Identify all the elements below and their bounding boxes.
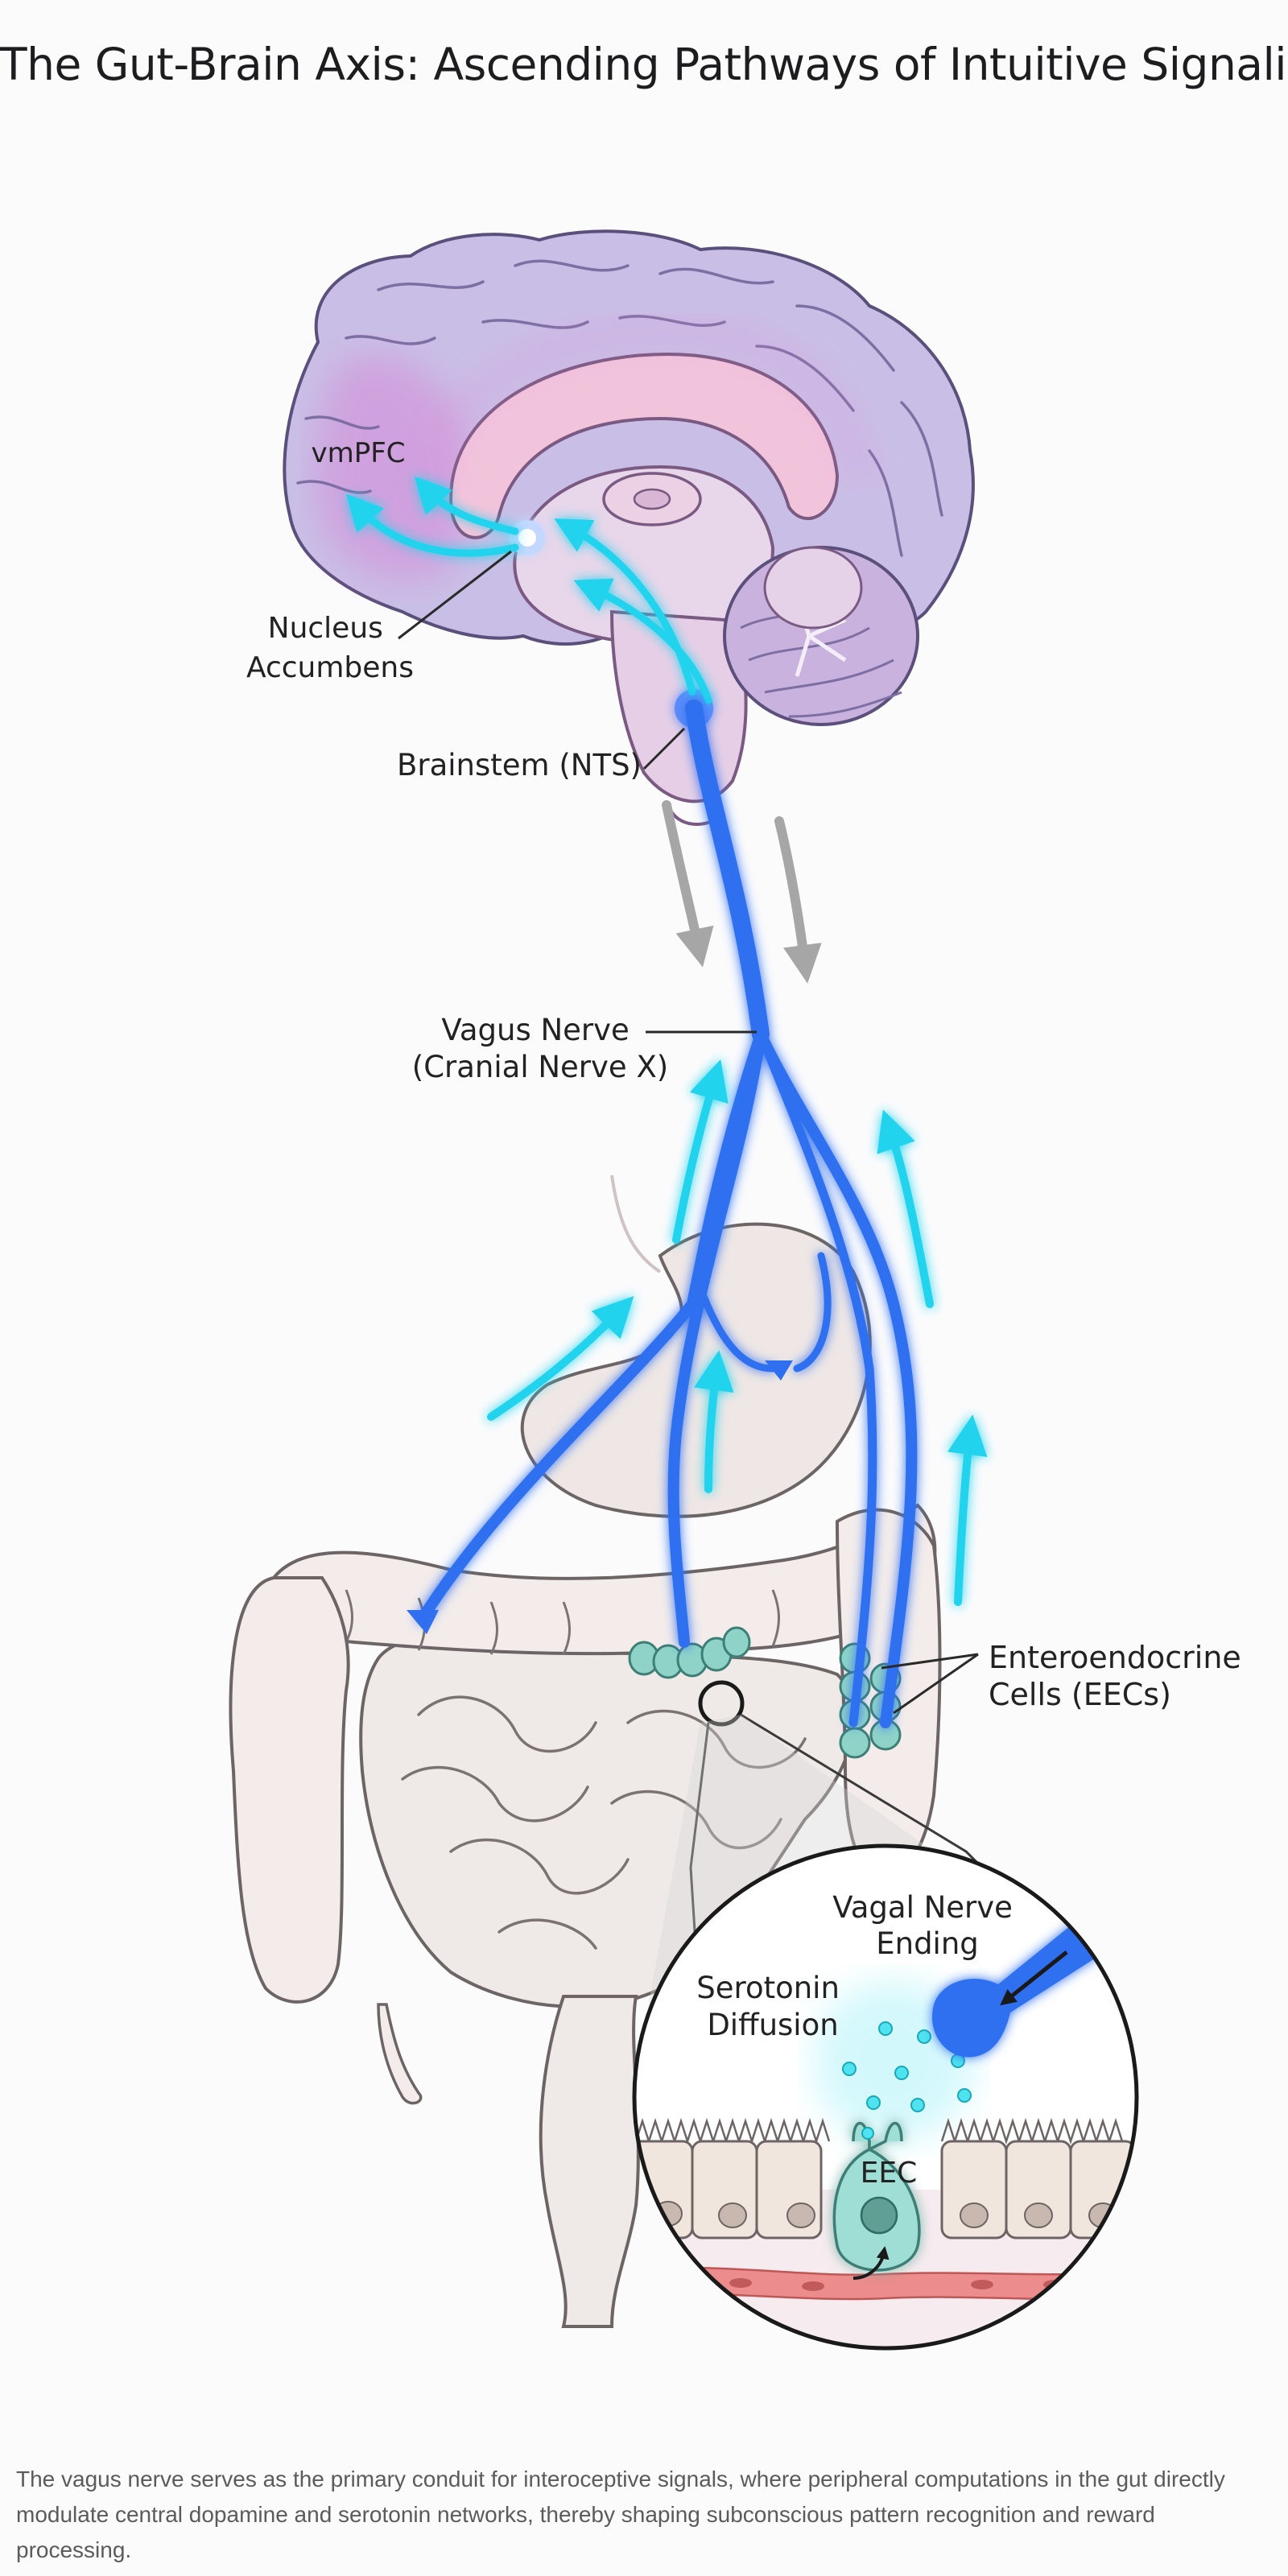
label-serotonin-diffusion: Serotonin Diffusion [696, 1971, 848, 2042]
ascending-signal-arrow-icon [487, 1295, 634, 1421]
ascending-signal-arrow-icon [947, 1414, 988, 1606]
ascending-signal-arrow-icon [554, 518, 696, 696]
ascending-signal-arrow-icon [345, 493, 519, 557]
callout-circle-icon [698, 1680, 745, 1727]
cortex-folds [296, 259, 943, 557]
label-brainstem: Brainstem (NTS) [397, 748, 642, 782]
transverse-colon [270, 1503, 937, 1656]
vagus-branch [696, 1252, 832, 1373]
label-eec: EEC [861, 2157, 918, 2190]
label-vagus-nerve: Vagus Nerve (Cranial Nerve X) [412, 1013, 668, 1084]
label-eecs: Enteroendocrine Cells (EECs) [989, 1640, 1251, 1712]
label-vagal-nerve-ending: Vagal Nerve Ending [832, 1890, 1022, 1961]
efferent-arrows [662, 800, 822, 984]
label-vmpfc: vmPFC [311, 437, 405, 469]
label-nucleus-accumbens: Nucleus Accumbens [246, 612, 414, 684]
eec-release-arrow [852, 2246, 890, 2280]
descending-arrow-icon [662, 800, 714, 968]
serotonin-particles [842, 2021, 972, 2140]
esophagus [610, 1174, 662, 1274]
appendix [377, 2003, 423, 2105]
ascending-signal-arrow-icon [693, 1350, 734, 1493]
vagus-branch [756, 1030, 877, 1728]
ascending-arrows [487, 1059, 988, 1606]
ascending-signal-arrow-icon [877, 1109, 934, 1308]
caption: The vagus nerve serves as the primary co… [16, 2467, 1225, 2562]
vagus-branch [667, 1029, 766, 1648]
leader-lines [398, 550, 979, 1715]
ascending-signal-arrow-icon [573, 578, 712, 704]
vagus-branch [417, 1029, 766, 1624]
zoom-callout [632, 1680, 1139, 2351]
vagus-nerve [417, 700, 918, 1728]
ascending-signal-arrow-icon [672, 1059, 729, 1244]
epithelial-cells [634, 2140, 1137, 2240]
gut-brain-illustration: vmPFC Nucleus Accumbens Brainstem (NTS) … [229, 229, 1251, 2351]
nerve-terminal-icon [407, 1360, 793, 1634]
ascending-colon [229, 1576, 350, 2004]
eec-cell [832, 2122, 921, 2272]
ascending-signal-arrow-icon [414, 476, 519, 535]
eec-cluster-transverse [628, 1626, 751, 1679]
brain-signal-arrows [345, 476, 712, 704]
cerebellum [723, 546, 919, 726]
blood-vessel [634, 2266, 1137, 2301]
descending-arrow-icon [774, 816, 822, 984]
rectum [539, 1995, 640, 2328]
page-title: The Gut-Brain Axis: Ascending Pathways o… [0, 39, 1288, 90]
pink-rim [427, 322, 869, 500]
labels: vmPFC Nucleus Accumbens Brainstem (NTS) … [246, 437, 1251, 2190]
vagus-trunk [685, 700, 770, 1043]
small-intestine-loops [401, 1695, 807, 1950]
vagus-branch [755, 1029, 918, 1728]
corpus-callosum [448, 352, 840, 539]
